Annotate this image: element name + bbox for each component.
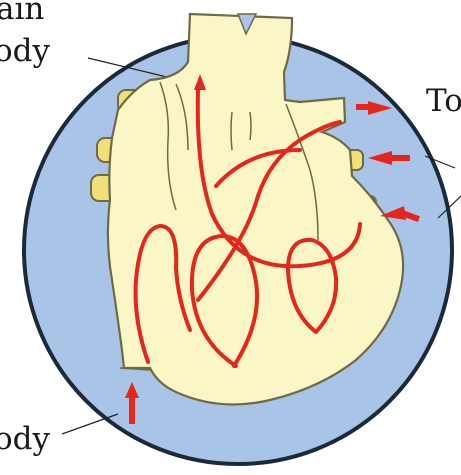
label-pointer-bottom-left bbox=[62, 414, 118, 434]
label-bottom-left: ody bbox=[0, 424, 50, 455]
label-right-top: To bbox=[426, 86, 461, 117]
label-top-left-1: ain bbox=[0, 0, 44, 25]
label-top-left-2: ody bbox=[0, 36, 50, 67]
